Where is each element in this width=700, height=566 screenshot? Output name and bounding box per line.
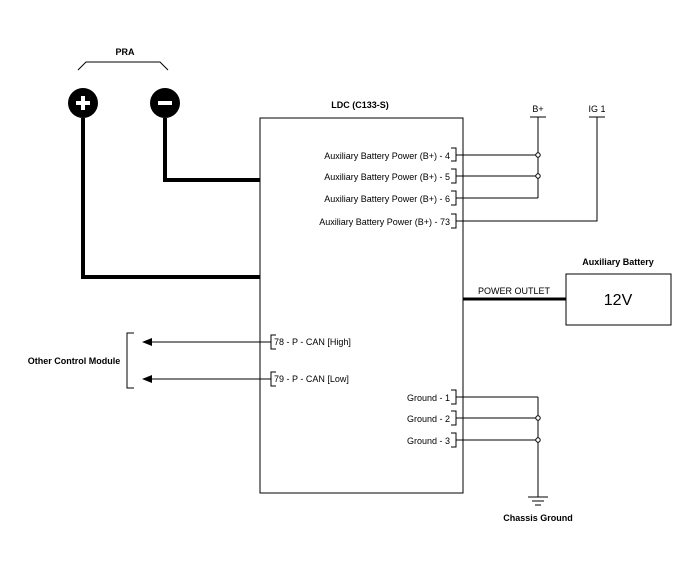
can-low-arrow <box>142 375 152 383</box>
pin-5-label: Auxiliary Battery Power (B+) - 5 <box>324 172 450 182</box>
pra-negative-terminal <box>150 88 180 118</box>
power-outlet-label: POWER OUTLET <box>478 286 551 296</box>
chassis-ground-label: Chassis Ground <box>503 513 573 523</box>
battery-title: Auxiliary Battery <box>582 257 654 267</box>
pra-negative-wire <box>163 118 260 182</box>
b-plus-junction-2 <box>535 173 541 179</box>
ground-1-bracket <box>451 389 457 405</box>
chassis-ground-icon <box>528 496 548 506</box>
ground-junction-1 <box>535 415 541 421</box>
b-plus-junction-1 <box>535 152 541 158</box>
battery-voltage: 12V <box>604 292 633 309</box>
pra-positive-terminal <box>68 88 98 118</box>
b-plus-label: B+ <box>532 104 543 114</box>
ground-3-bracket <box>451 432 457 448</box>
ldc-box <box>259 117 464 494</box>
ig1-wire <box>456 117 598 222</box>
ground-3-label: Ground - 3 <box>407 436 450 446</box>
pra-positive-wire <box>81 118 260 279</box>
ground-2-bracket <box>451 410 457 426</box>
pin-79-label: 79 - P - CAN [Low] <box>274 374 349 384</box>
ground-2-label: Ground - 2 <box>407 414 450 424</box>
pin-73-label: Auxiliary Battery Power (B+) - 73 <box>319 217 450 227</box>
pra-label: PRA <box>115 47 135 57</box>
pin-73-bracket <box>451 213 457 229</box>
pin-4-label: Auxiliary Battery Power (B+) - 4 <box>324 151 450 161</box>
pin-6-bracket <box>451 190 457 206</box>
ground-junction-2 <box>535 437 541 443</box>
pin-5-bracket <box>451 168 457 184</box>
other-module-bracket <box>126 332 134 389</box>
can-high-arrow <box>142 338 152 346</box>
ground-1-label: Ground - 1 <box>407 393 450 403</box>
pin-4-bracket <box>451 147 457 162</box>
other-module-label: Other Control Module <box>28 356 121 366</box>
pra-bracket <box>77 61 169 71</box>
ldc-title: LDC (C133-S) <box>331 100 389 110</box>
pin-6-label: Auxiliary Battery Power (B+) - 6 <box>324 194 450 204</box>
ig1-label: IG 1 <box>588 104 605 114</box>
pin-78-label: 78 - P - CAN [High] <box>274 337 351 347</box>
